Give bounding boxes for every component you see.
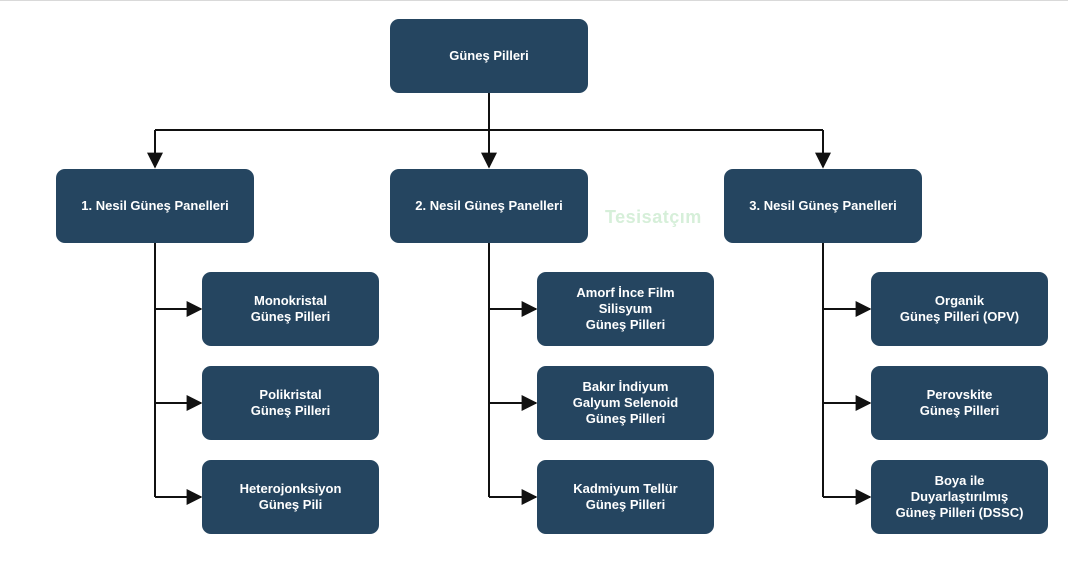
gen3-child-dssc: Boya ile Duyarlaştırılmış Güneş Pilleri …: [871, 460, 1048, 534]
generation-2-node: 2. Nesil Güneş Panelleri: [390, 169, 588, 243]
watermark-logo: Tesisatçım: [605, 207, 702, 227]
gen1-child-heterojonksiyon: Heterojonksiyon Güneş Pili: [202, 460, 379, 534]
top-border: [0, 0, 1068, 1]
gen2-child-amorf-ince-film: Amorf İnce Film Silisyum Güneş Pilleri: [537, 272, 714, 346]
gen2-child-cigs: Bakır İndiyum Galyum Selenoid Güneş Pill…: [537, 366, 714, 440]
gen3-child-perovskite: Perovskite Güneş Pilleri: [871, 366, 1048, 440]
gen1-child-polikristal: Polikristal Güneş Pilleri: [202, 366, 379, 440]
gen3-child-organik-opv: Organik Güneş Pilleri (OPV): [871, 272, 1048, 346]
generation-3-node: 3. Nesil Güneş Panelleri: [724, 169, 922, 243]
gen1-child-monokristal: Monokristal Güneş Pilleri: [202, 272, 379, 346]
root-node-gunes-pilleri: Güneş Pilleri: [390, 19, 588, 93]
generation-1-node: 1. Nesil Güneş Panelleri: [56, 169, 254, 243]
gen2-child-kadmiyum-tellur: Kadmiyum Tellür Güneş Pilleri: [537, 460, 714, 534]
